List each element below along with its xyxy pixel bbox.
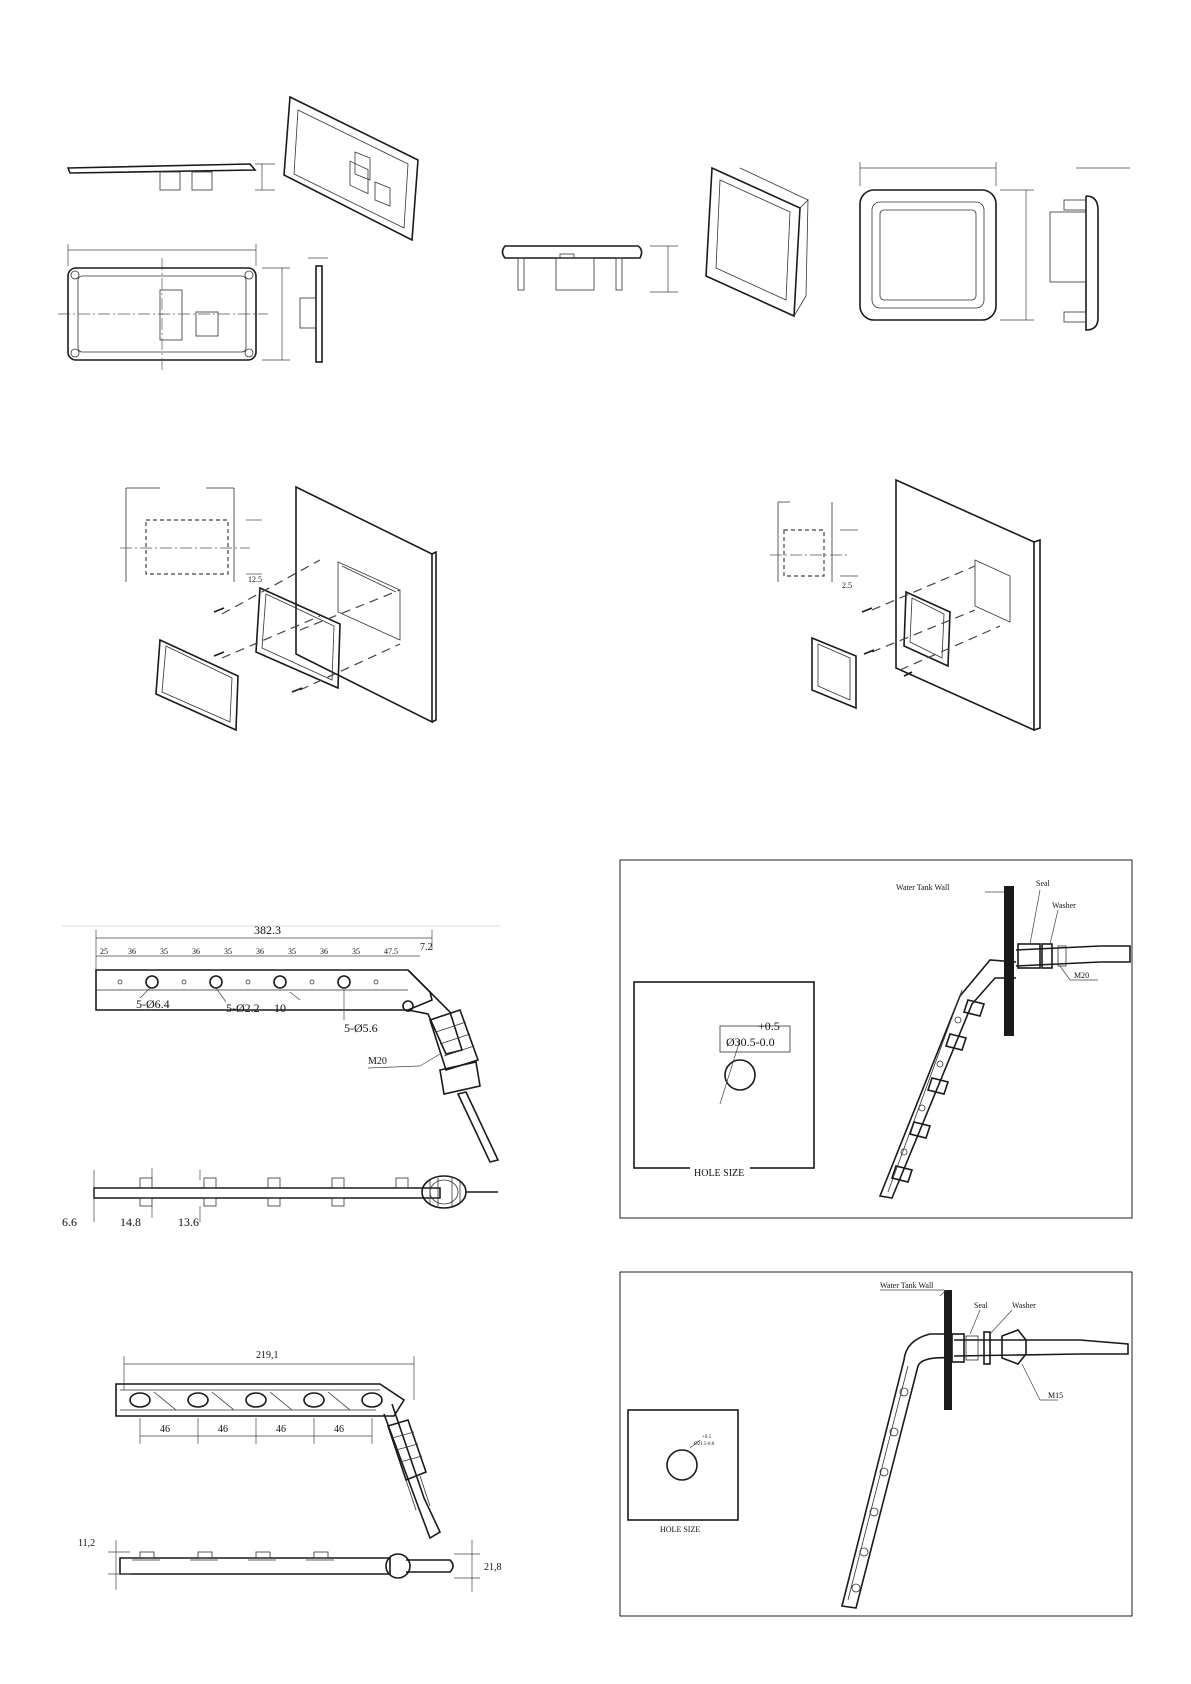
angle-dim: 7.2 bbox=[420, 942, 433, 953]
hole-size-caption: HOLE SIZE bbox=[694, 1168, 744, 1179]
thread-label: M15 bbox=[1048, 1391, 1063, 1400]
rect-cover-3d-view bbox=[284, 97, 418, 240]
long-total-length: 382.3 bbox=[254, 923, 281, 937]
short-sensor-top-view bbox=[116, 1356, 440, 1538]
spacing-label: 35 bbox=[288, 947, 296, 956]
hole-diameter-label: Ø30.5-0.0 bbox=[726, 1035, 775, 1049]
thread-label: M20 bbox=[368, 1056, 387, 1067]
spacing-label: 35 bbox=[352, 947, 360, 956]
washer-label: Washer bbox=[1012, 1301, 1036, 1310]
long-sensor-top-view bbox=[62, 926, 500, 1162]
wall-label: Water Tank Wall bbox=[880, 1281, 934, 1290]
m15-labels: Water Tank Wall Seal Washer M15 +0.5 Ø21… bbox=[660, 1281, 1063, 1534]
spacing-label: 25 bbox=[100, 947, 108, 956]
spacing-label: 36 bbox=[192, 947, 200, 956]
side-dim-c: 13.6 bbox=[178, 1215, 199, 1229]
square-cover-end-view bbox=[1050, 168, 1130, 330]
square-cover-side-view bbox=[503, 246, 679, 292]
short-total-length: 219,1 bbox=[256, 1350, 279, 1361]
svg-text:12.5: 12.5 bbox=[248, 575, 262, 584]
height-dim-a: 11,2 bbox=[78, 1538, 95, 1549]
svg-text:2.5: 2.5 bbox=[842, 581, 852, 590]
long-spacing-labels: 25 36 35 36 35 36 35 36 35 47.5 bbox=[100, 947, 398, 956]
hole-diameter-label: Ø21.5-0.0 bbox=[694, 1442, 715, 1447]
square-cover-3d-view bbox=[706, 168, 808, 316]
wall-label: Water Tank Wall bbox=[896, 883, 950, 892]
hole-c-label: 5-Ø5.6 bbox=[344, 1021, 378, 1035]
spacing-label: 46 bbox=[334, 1424, 344, 1435]
height-dim-b: 21,8 bbox=[484, 1562, 502, 1573]
tolerance-label: +0.5 bbox=[758, 1019, 780, 1033]
hole-a-label: 5-Ø6.4 bbox=[136, 997, 170, 1011]
square-cover-front-view bbox=[860, 162, 1034, 320]
spacing-label: 46 bbox=[160, 1424, 170, 1435]
washer-label: Washer bbox=[1052, 901, 1076, 910]
hole-size-caption: HOLE SIZE bbox=[660, 1525, 700, 1534]
hole-b-label: 5-Ø2.2 bbox=[226, 1001, 260, 1015]
side-dim-a: 6.6 bbox=[62, 1215, 77, 1229]
rect-cover-side-view bbox=[68, 164, 275, 190]
spacing-label: 35 bbox=[224, 947, 232, 956]
spacing-label: 46 bbox=[276, 1424, 286, 1435]
rect-cover-end-view bbox=[300, 258, 328, 362]
short-sensor-side-view bbox=[108, 1540, 480, 1592]
rect-cover-front-view bbox=[58, 244, 290, 370]
rect-exploded-install: 12.5 bbox=[120, 487, 436, 730]
long-sensor-side-view bbox=[94, 1168, 498, 1222]
tolerance-label: +0.5 bbox=[702, 1435, 712, 1440]
square-exploded-install: 2.5 bbox=[770, 480, 1040, 730]
thread-label: M20 bbox=[1074, 971, 1089, 980]
spacing-label: 47.5 bbox=[384, 947, 398, 956]
spacing-label: 36 bbox=[320, 947, 328, 956]
spacing-label: 36 bbox=[256, 947, 264, 956]
spacing-label: 36 bbox=[128, 947, 136, 956]
spacing-label: 46 bbox=[218, 1424, 228, 1435]
seal-label: Seal bbox=[974, 1301, 989, 1310]
spacing-label: 35 bbox=[160, 947, 168, 956]
long-sensor-labels: 382.3 25 36 35 36 35 36 35 36 35 47.5 7.… bbox=[62, 923, 433, 1229]
install-diagram-m20 bbox=[620, 860, 1132, 1218]
side-dim-b: 14.8 bbox=[120, 1215, 141, 1229]
width-label: 10 bbox=[274, 1001, 286, 1015]
seal-label: Seal bbox=[1036, 879, 1051, 888]
